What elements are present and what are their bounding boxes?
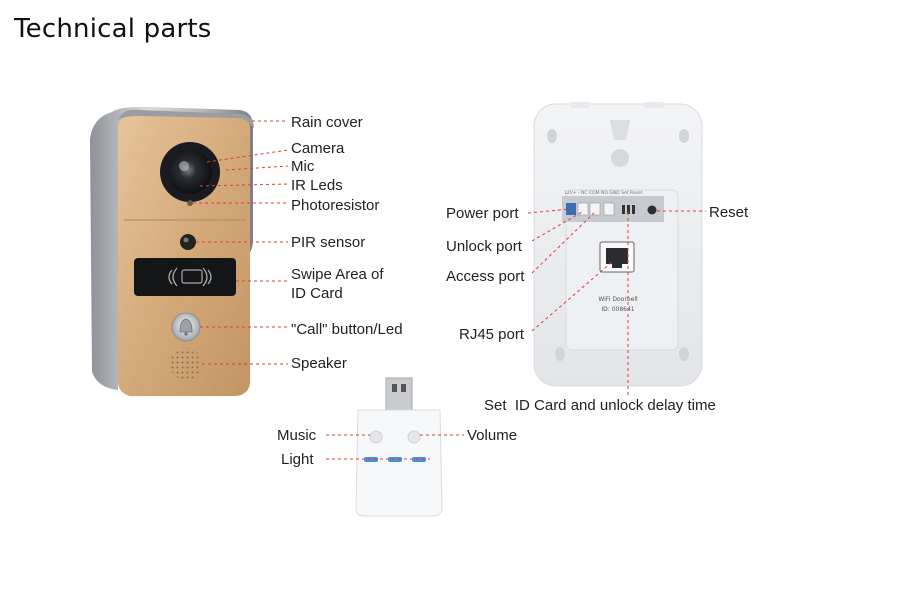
- label-call-button: "Call" button/Led: [291, 321, 403, 338]
- label-pir-sensor: PIR sensor: [291, 234, 366, 251]
- label-rain-cover: Rain cover: [291, 114, 363, 131]
- lens-highlight: [179, 161, 189, 171]
- pcb-label: 12V+ - NC COM NO GND Set Reset: [564, 190, 643, 196]
- label-speaker: Speaker: [291, 355, 347, 372]
- label-reset: Reset: [709, 204, 749, 221]
- label-power-port: Power port: [446, 205, 519, 222]
- label-rj45-port: RJ45 port: [459, 326, 525, 343]
- label-access-port: Access port: [446, 268, 525, 285]
- label-set-id-card: Set ID Card and unlock delay time: [484, 397, 716, 414]
- mount-hole: [547, 129, 557, 143]
- page-title: Technical parts: [14, 14, 212, 44]
- label-music: Music: [277, 427, 317, 444]
- back-panel-leader-lines: [527, 208, 706, 398]
- label-ir-leds: IR Leds: [291, 177, 343, 194]
- speaker-grille: [170, 348, 202, 380]
- label-mic: Mic: [291, 158, 315, 175]
- photoresistor-dot: [187, 200, 193, 206]
- doorbell-leader-lines: [193, 120, 289, 365]
- label-light: Light: [281, 451, 314, 468]
- rain-cover: [118, 109, 254, 128]
- doorbell-front-unit: [90, 106, 254, 396]
- camera-lens: [168, 150, 212, 194]
- pir-sensor: [180, 234, 196, 250]
- back-mounting-panel: 12V+ - NC COM NO GND Set Reset WiFi Door…: [533, 102, 703, 387]
- chime-body: [355, 409, 443, 517]
- label-camera: Camera: [291, 140, 345, 157]
- label-photoresistor: Photoresistor: [291, 197, 380, 214]
- power-terminal: [566, 203, 576, 215]
- chime-receiver-unit: [355, 377, 443, 517]
- sticker-text-line1: WiFi Doorbell: [598, 296, 638, 303]
- chime-leader-lines: [326, 434, 464, 460]
- label-swipe-area: Swipe Area of ID Card: [291, 266, 384, 302]
- mount-hole: [679, 129, 689, 143]
- volume-button: [407, 430, 421, 444]
- label-unlock-port: Unlock port: [446, 238, 522, 255]
- swipe-area: [134, 258, 236, 296]
- mount-hole: [679, 347, 689, 361]
- reset-button: [647, 205, 657, 215]
- sticker-text-line2: ID: 008641: [601, 306, 634, 313]
- rfid-icon: [168, 267, 178, 287]
- access-terminal: [589, 202, 601, 216]
- bell-icon: [179, 318, 193, 333]
- music-button: [369, 430, 383, 444]
- unlock-terminal: [577, 202, 589, 216]
- dip-switch: [622, 205, 625, 214]
- label-volume: Volume: [467, 427, 518, 444]
- usb-plug: [385, 377, 413, 415]
- mount-hole: [555, 347, 565, 361]
- screw-hole: [611, 149, 629, 167]
- card-icon: [181, 269, 203, 284]
